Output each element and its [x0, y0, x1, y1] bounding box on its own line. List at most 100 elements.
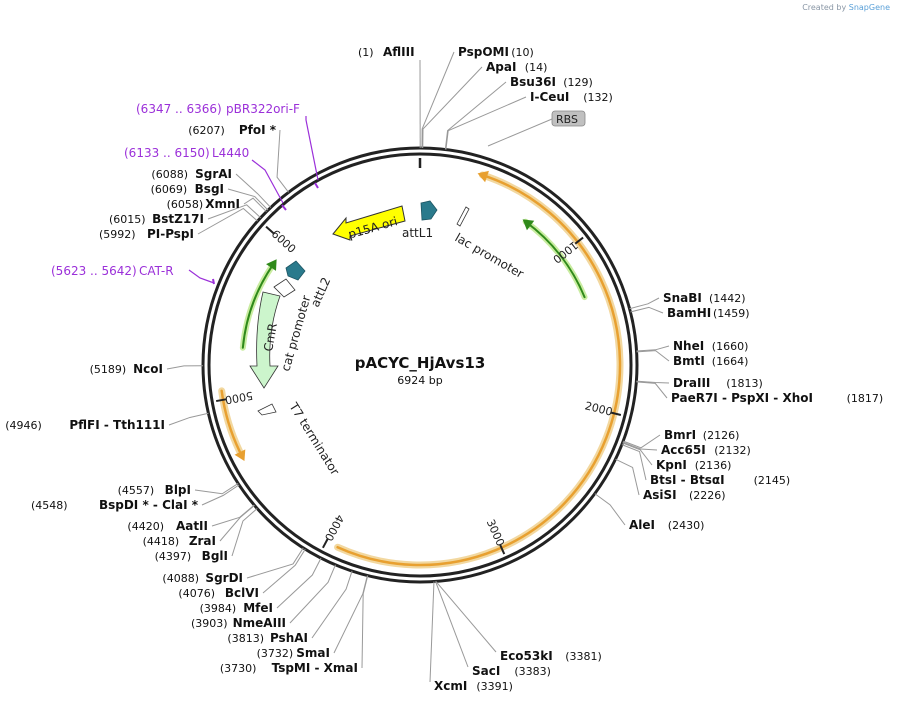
site-name: BamHI [667, 306, 711, 320]
site-position: (14) [525, 61, 548, 74]
restriction-site-aflIII[interactable]: (1)AflIII [358, 45, 415, 59]
restriction-site-bmri[interactable]: BmrI(2126) [664, 428, 739, 442]
cmr-arc[interactable] [241, 264, 274, 349]
ruler-label: 5000 [224, 389, 254, 407]
site-leader [243, 197, 267, 212]
restriction-site-zrai[interactable]: ZraI(4418) [143, 534, 216, 548]
restriction-site-xmni[interactable]: XmnI(6058) [167, 197, 240, 211]
site-leader [429, 581, 435, 683]
site-leader [636, 381, 668, 399]
restriction-site-smai[interactable]: SmaI(3732) [257, 646, 330, 660]
restriction-site-pflfi[interactable]: PflFI - Tth111I(4946) [5, 418, 165, 432]
site-leader [276, 557, 322, 609]
primer-pbr322ori-f[interactable]: (6347 .. 6366) pBR322ori-F [136, 102, 300, 116]
restriction-site-asisi[interactable]: AsiSI(2226) [643, 488, 726, 502]
attl2-label: attL2 [308, 275, 333, 309]
restriction-site-eco53ki[interactable]: Eco53kI (3381) [500, 649, 602, 663]
rbs-feature-box[interactable] [551, 110, 586, 127]
created-by-credit: Created by SnapGene [802, 3, 890, 12]
restriction-site-alei[interactable]: AleI(2430) [629, 518, 704, 532]
restriction-site-bclvi[interactable]: BclVI(4076) [178, 586, 259, 600]
site-name: AatII [176, 519, 208, 533]
site-position: (129) [563, 76, 593, 89]
site-leader [630, 306, 664, 314]
primer-range: (6347 .. 6366) [136, 102, 222, 116]
site-name: Acc65I [661, 443, 706, 457]
ruler-tick [265, 225, 275, 235]
restriction-site-acc65i[interactable]: Acc65I(2132) [661, 443, 751, 457]
restriction-site-pfoi[interactable]: PfoI *(6207) [188, 123, 276, 137]
restriction-site-bmti[interactable]: BmtI(1664) [673, 354, 748, 368]
restriction-site-bgli[interactable]: BglI(4397) [155, 549, 228, 563]
p15a-ori-feature[interactable] [332, 205, 406, 241]
insert-arc[interactable] [336, 173, 622, 567]
orf-arc[interactable] [524, 220, 586, 299]
site-position: (6088) [151, 168, 188, 181]
site-position: (2145) [754, 474, 791, 487]
site-name: SacI [472, 664, 500, 678]
restriction-site-sgrai[interactable]: SgrAI(6088) [151, 167, 232, 181]
site-name: PspOMI [458, 45, 509, 59]
primer-name: CAT-R [139, 264, 174, 278]
restriction-site-pi-pspi[interactable]: PI-PspI(5992) [99, 227, 194, 241]
primer-marks [212, 182, 319, 285]
restriction-site-aatii[interactable]: AatII(4420) [127, 519, 208, 533]
site-name: Eco53kI [500, 649, 553, 663]
site-leader [207, 204, 261, 220]
site-name: SmaI [296, 646, 330, 660]
restriction-site-bamhi[interactable]: BamHI(1459) [667, 306, 750, 320]
cat-promoter-feature[interactable] [273, 278, 296, 298]
site-position: (1459) [713, 307, 750, 320]
restriction-site-saci[interactable]: SacI(3383) [472, 664, 551, 678]
restriction-site-bstz17i[interactable]: BstZ17I(6015) [109, 212, 204, 226]
site-leader [194, 482, 239, 495]
restriction-site-nhei[interactable]: NheI(1660) [673, 339, 748, 353]
primer-l4440[interactable]: (6133 .. 6150) L4440 [124, 146, 249, 160]
site-name: BstZ17I [152, 212, 204, 226]
site-position: (4397) [155, 550, 192, 563]
restriction-site-bsu36i[interactable]: Bsu36I(129) [510, 75, 593, 89]
plasmid-name: pACYC_HjAvs13 [355, 354, 486, 372]
restriction-site-pshai[interactable]: PshAI(3813) [227, 631, 308, 645]
site-position: (3381) [565, 650, 602, 663]
site-leader [629, 297, 660, 310]
site-name: AsiSI [643, 488, 677, 502]
restriction-site-sgrdi[interactable]: SgrDI(4088) [162, 571, 243, 585]
restriction-site-snabi[interactable]: SnaBI(1442) [663, 291, 746, 305]
site-leader [168, 412, 209, 426]
attl2-feature[interactable] [285, 260, 306, 281]
t7-terminator-feature[interactable] [257, 403, 277, 416]
restriction-site-i-ceui[interactable]: I-CeuI(132) [530, 90, 613, 104]
primer-cat-r[interactable]: (5623 .. 5642) CAT-R [51, 264, 174, 278]
restriction-site-pspomi[interactable]: PspOMI(10) [458, 45, 534, 59]
restriction-site-apai[interactable]: ApaI(14) [486, 60, 547, 74]
restriction-site-xcmi[interactable]: XcmI(3391) [434, 679, 513, 693]
site-name: AflIII [383, 45, 415, 59]
restriction-site-btsi[interactable]: BtsI - BtsαI(2145) [650, 473, 790, 487]
restriction-site-bspdi[interactable]: BspDI * - ClaI *(4548) [31, 498, 199, 512]
restriction-site-nmeaiii[interactable]: NmeAIII(3903) [191, 616, 286, 630]
feature-arc[interactable] [220, 389, 241, 453]
attl1-feature[interactable] [420, 200, 438, 221]
site-position: (4088) [162, 572, 199, 585]
restriction-site-tspmi[interactable]: TspMI - XmaI(3730) [220, 661, 358, 675]
ruler-tick [499, 544, 506, 555]
restriction-site-bsgi[interactable]: BsgI(6069) [151, 182, 224, 196]
lac-promoter-label: lac promoter [453, 230, 527, 281]
restriction-site-kpni[interactable]: KpnI(2136) [656, 458, 731, 472]
restriction-site-ncoi[interactable]: NcoI(5189) [90, 362, 163, 376]
site-name: XcmI [434, 679, 467, 693]
site-leader [445, 96, 527, 150]
site-name: KpnI [656, 458, 687, 472]
site-leader [166, 365, 204, 370]
lac-promoter-feature[interactable] [456, 206, 470, 227]
arc-arrowhead [477, 170, 489, 183]
site-name: PfoI * [239, 123, 277, 137]
restriction-site-mfei[interactable]: MfeI(3984) [200, 601, 273, 615]
site-leader [219, 504, 255, 542]
restriction-site-paer7i[interactable]: PaeR7I - PspXI - XhoI(1817) [671, 391, 883, 405]
restriction-site-blpi[interactable]: BlpI(4557) [118, 483, 191, 497]
cmr-feature[interactable] [249, 291, 281, 389]
site-position: (4076) [178, 587, 215, 600]
restriction-site-draiii[interactable]: DraIII(1813) [673, 376, 763, 390]
